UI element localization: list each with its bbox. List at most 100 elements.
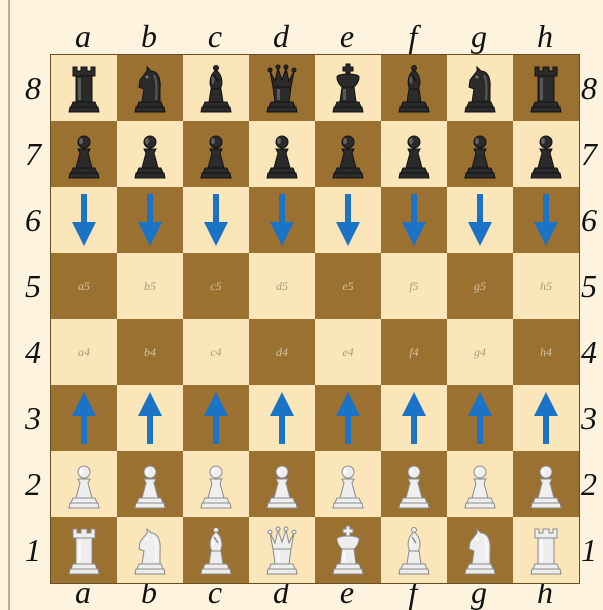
square-c7[interactable] — [183, 121, 249, 187]
square-f5[interactable]: f5 — [381, 253, 447, 319]
black-pawn-icon[interactable] — [262, 129, 302, 179]
black-rook-icon[interactable] — [64, 63, 104, 113]
white-pawn-icon[interactable] — [262, 459, 302, 509]
square-a6[interactable] — [51, 187, 117, 253]
square-a2[interactable] — [51, 451, 117, 517]
square-c5[interactable]: c5 — [183, 253, 249, 319]
square-g7[interactable] — [447, 121, 513, 187]
square-b7[interactable] — [117, 121, 183, 187]
white-knight-icon[interactable] — [460, 525, 500, 575]
square-f1[interactable] — [381, 517, 447, 583]
square-f6[interactable] — [381, 187, 447, 253]
square-f2[interactable] — [381, 451, 447, 517]
square-d4[interactable]: d4 — [249, 319, 315, 385]
square-e8[interactable] — [315, 55, 381, 121]
black-bishop-icon[interactable] — [196, 63, 236, 113]
white-pawn-icon[interactable] — [130, 459, 170, 509]
square-f7[interactable] — [381, 121, 447, 187]
white-pawn-icon[interactable] — [526, 459, 566, 509]
black-pawn-icon[interactable] — [196, 129, 236, 179]
white-knight-icon[interactable] — [130, 525, 170, 575]
square-h6[interactable] — [513, 187, 579, 253]
black-pawn-icon[interactable] — [394, 129, 434, 179]
square-g6[interactable] — [447, 187, 513, 253]
square-d1[interactable] — [249, 517, 315, 583]
square-b3[interactable] — [117, 385, 183, 451]
white-king-icon[interactable] — [328, 525, 368, 575]
black-knight-icon[interactable] — [130, 63, 170, 113]
square-a7[interactable] — [51, 121, 117, 187]
black-knight-icon[interactable] — [460, 63, 500, 113]
square-h1[interactable] — [513, 517, 579, 583]
white-rook-icon[interactable] — [526, 525, 566, 575]
white-bishop-icon[interactable] — [196, 525, 236, 575]
up-arrow-icon — [71, 390, 97, 446]
up-arrow-icon — [335, 390, 361, 446]
square-h4[interactable]: h4 — [513, 319, 579, 385]
white-queen-icon[interactable] — [262, 525, 302, 575]
square-a4[interactable]: a4 — [51, 319, 117, 385]
square-a8[interactable] — [51, 55, 117, 121]
square-b5[interactable]: b5 — [117, 253, 183, 319]
square-b4[interactable]: b4 — [117, 319, 183, 385]
square-e7[interactable] — [315, 121, 381, 187]
square-e1[interactable] — [315, 517, 381, 583]
black-pawn-icon[interactable] — [64, 129, 104, 179]
white-rook-icon[interactable] — [64, 525, 104, 575]
white-pawn-icon[interactable] — [328, 459, 368, 509]
square-e4[interactable]: e4 — [315, 319, 381, 385]
square-e6[interactable] — [315, 187, 381, 253]
square-g1[interactable] — [447, 517, 513, 583]
down-arrow-icon — [137, 192, 163, 248]
square-h3[interactable] — [513, 385, 579, 451]
square-a3[interactable] — [51, 385, 117, 451]
black-pawn-icon[interactable] — [328, 129, 368, 179]
square-d6[interactable] — [249, 187, 315, 253]
square-c1[interactable] — [183, 517, 249, 583]
black-bishop-icon[interactable] — [394, 63, 434, 113]
square-f3[interactable] — [381, 385, 447, 451]
white-bishop-icon[interactable] — [394, 525, 434, 575]
black-pawn-icon[interactable] — [526, 129, 566, 179]
black-pawn-icon[interactable] — [130, 129, 170, 179]
square-c3[interactable] — [183, 385, 249, 451]
square-coordinate: d4 — [249, 345, 315, 360]
square-c4[interactable]: c4 — [183, 319, 249, 385]
square-g3[interactable] — [447, 385, 513, 451]
black-rook-icon[interactable] — [526, 63, 566, 113]
square-h2[interactable] — [513, 451, 579, 517]
square-a1[interactable] — [51, 517, 117, 583]
square-d7[interactable] — [249, 121, 315, 187]
square-a5[interactable]: a5 — [51, 253, 117, 319]
square-f8[interactable] — [381, 55, 447, 121]
square-b6[interactable] — [117, 187, 183, 253]
square-h5[interactable]: h5 — [513, 253, 579, 319]
square-b1[interactable] — [117, 517, 183, 583]
square-b8[interactable] — [117, 55, 183, 121]
square-g2[interactable] — [447, 451, 513, 517]
white-pawn-icon[interactable] — [460, 459, 500, 509]
square-g5[interactable]: g5 — [447, 253, 513, 319]
square-d8[interactable] — [249, 55, 315, 121]
white-pawn-icon[interactable] — [196, 459, 236, 509]
black-king-icon[interactable] — [328, 63, 368, 113]
square-g4[interactable]: g4 — [447, 319, 513, 385]
square-e5[interactable]: e5 — [315, 253, 381, 319]
white-pawn-icon[interactable] — [64, 459, 104, 509]
square-d2[interactable] — [249, 451, 315, 517]
square-e3[interactable] — [315, 385, 381, 451]
square-d5[interactable]: d5 — [249, 253, 315, 319]
square-h8[interactable] — [513, 55, 579, 121]
white-pawn-icon[interactable] — [394, 459, 434, 509]
square-e2[interactable] — [315, 451, 381, 517]
square-h7[interactable] — [513, 121, 579, 187]
black-pawn-icon[interactable] — [460, 129, 500, 179]
square-c8[interactable] — [183, 55, 249, 121]
square-b2[interactable] — [117, 451, 183, 517]
black-queen-icon[interactable] — [262, 63, 302, 113]
square-c2[interactable] — [183, 451, 249, 517]
square-g8[interactable] — [447, 55, 513, 121]
square-f4[interactable]: f4 — [381, 319, 447, 385]
square-c6[interactable] — [183, 187, 249, 253]
square-d3[interactable] — [249, 385, 315, 451]
